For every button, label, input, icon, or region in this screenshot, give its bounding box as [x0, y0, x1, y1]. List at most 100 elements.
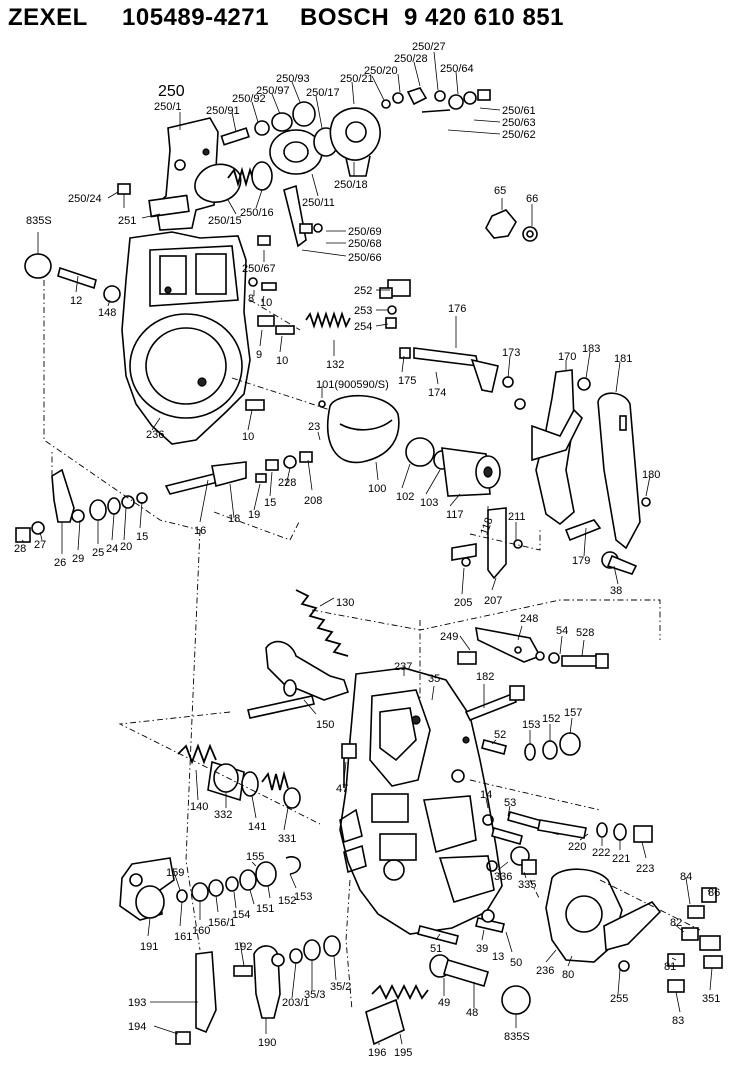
- label-161: 161: [174, 931, 192, 943]
- label-211: 211: [508, 511, 526, 523]
- label-251: 251: [118, 215, 136, 227]
- label-250-64: 250/64: [440, 63, 474, 75]
- label-25: 25: [92, 547, 104, 559]
- label-255: 255: [610, 993, 628, 1005]
- label-29: 29: [72, 553, 84, 565]
- right-mid-hardware: [464, 685, 653, 875]
- left-spring-cartridge: [177, 743, 301, 809]
- label-51: 51: [430, 943, 442, 955]
- label-53: 53: [504, 797, 516, 809]
- label-153-b: 153: [294, 891, 312, 903]
- label-155: 155: [246, 851, 264, 863]
- label-54: 54: [556, 625, 568, 637]
- label-132: 132: [326, 359, 344, 371]
- label-39: 39: [476, 943, 488, 955]
- label-28: 28: [14, 543, 26, 555]
- label-101: 101(900590/S): [316, 379, 389, 391]
- label-18: 18: [228, 513, 240, 525]
- label-336: 336: [494, 871, 512, 883]
- label-237: 237: [394, 661, 412, 673]
- regulator-parts-row: [318, 394, 523, 580]
- label-250-91: 250/91: [206, 105, 240, 117]
- label-250-62: 250/62: [502, 129, 536, 141]
- label-175: 175: [398, 375, 416, 387]
- label-236-bottom: 236: [536, 965, 554, 977]
- label-248: 248: [520, 613, 538, 625]
- label-13: 13: [492, 951, 504, 963]
- label-250-15: 250/15: [208, 215, 242, 227]
- label-221: 221: [612, 853, 630, 865]
- label-250-11: 250/11: [302, 197, 335, 209]
- label-228: 228: [278, 477, 296, 489]
- label-83: 83: [672, 1015, 684, 1027]
- governor-cover-assembly: [117, 87, 491, 248]
- label-82: 82: [670, 917, 682, 929]
- label-52: 52: [494, 729, 506, 741]
- label-152-a: 152: [542, 713, 560, 725]
- label-170: 170: [558, 351, 576, 363]
- label-250-20: 250/20: [364, 65, 398, 77]
- label-156-1: 156/1: [208, 917, 236, 929]
- label-180: 180: [642, 469, 660, 481]
- label-250-68: 250/68: [348, 238, 382, 250]
- label-250: 250: [158, 83, 185, 100]
- label-102: 102: [396, 491, 414, 503]
- header-part-number-right: 9 420 610 851: [404, 4, 564, 31]
- label-10-b: 10: [276, 355, 288, 367]
- header-maker-left: ZEXEL: [8, 4, 88, 31]
- label-81: 81: [664, 961, 676, 973]
- label-130: 130: [336, 597, 354, 609]
- label-15-b: 15: [136, 531, 148, 543]
- label-117: 117: [446, 509, 464, 521]
- label-250-18: 250/18: [334, 179, 368, 191]
- label-8: 8: [248, 293, 254, 305]
- top-right-hardware: [379, 209, 538, 393]
- label-335: 335: [518, 879, 536, 891]
- label-16: 16: [194, 525, 206, 537]
- bottom-plug-group: [365, 909, 531, 1046]
- label-254: 254: [354, 321, 372, 333]
- label-179: 179: [572, 555, 590, 567]
- label-205: 205: [454, 597, 472, 609]
- label-250-66: 250/66: [348, 252, 382, 264]
- label-38: 38: [610, 585, 622, 597]
- label-250-16: 250/16: [240, 207, 274, 219]
- label-253: 253: [354, 305, 372, 317]
- label-159: 159: [166, 867, 184, 879]
- label-84: 84: [680, 871, 692, 883]
- label-148: 148: [98, 307, 116, 319]
- label-250-93: 250/93: [276, 73, 310, 85]
- label-250-27: 250/27: [412, 41, 446, 53]
- header-maker-right: BOSCH: [300, 4, 390, 31]
- cam-cover-assembly: [545, 868, 723, 993]
- label-250-21: 250/21: [340, 73, 374, 85]
- label-181: 181: [614, 353, 632, 365]
- label-190: 190: [258, 1037, 276, 1049]
- label-26: 26: [54, 557, 66, 569]
- label-65: 65: [494, 185, 506, 197]
- label-157: 157: [564, 707, 582, 719]
- lever-shaft-parts: [15, 451, 313, 543]
- label-160: 160: [192, 925, 210, 937]
- label-141: 141: [248, 821, 266, 833]
- label-194: 194: [128, 1021, 146, 1033]
- label-250-97: 250/97: [256, 85, 290, 97]
- label-835s-top: 835S: [26, 215, 52, 227]
- label-154: 154: [232, 909, 250, 921]
- label-10-a: 10: [260, 297, 272, 309]
- label-140: 140: [190, 801, 208, 813]
- label-236-top: 236: [146, 429, 164, 441]
- label-223: 223: [636, 863, 654, 875]
- label-195: 195: [394, 1047, 412, 1059]
- label-252: 252: [354, 285, 372, 297]
- label-182: 182: [476, 671, 494, 683]
- label-250-61: 250/61: [502, 105, 536, 117]
- label-331: 331: [278, 833, 296, 845]
- label-47: 47: [336, 783, 348, 795]
- label-153-a: 153: [522, 719, 540, 731]
- label-20: 20: [120, 541, 132, 553]
- label-23: 23: [308, 421, 320, 433]
- label-9: 9: [256, 349, 262, 361]
- label-193: 193: [128, 997, 146, 1009]
- label-207: 207: [484, 595, 502, 607]
